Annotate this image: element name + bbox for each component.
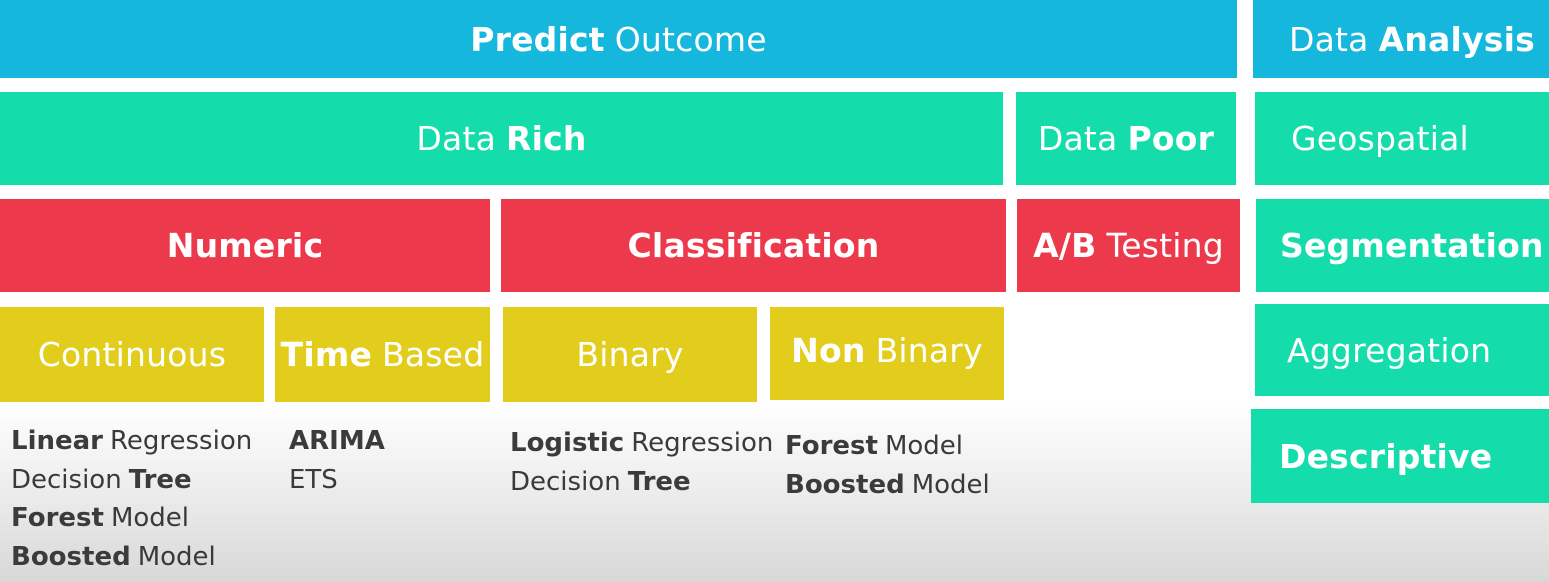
example-bold: Logistic: [510, 428, 625, 458]
example-bold: Forest: [11, 503, 104, 533]
example-normal: Decision: [11, 464, 122, 495]
example-normal: Regression: [631, 428, 774, 458]
example-normal: Decision: [510, 466, 621, 497]
data-analysis-normal: Data: [1289, 19, 1369, 59]
example-normal: Model: [911, 469, 990, 500]
example-item: ARIMA: [289, 422, 385, 461]
example-bold: Linear: [11, 426, 103, 456]
time-based-normal: Based: [382, 335, 485, 374]
data-rich-bold: Rich: [506, 119, 587, 158]
data-poor-bold: Poor: [1127, 119, 1215, 158]
segmentation-box: Segmentation: [1256, 199, 1549, 292]
predict-outcome-normal: Outcome: [614, 19, 767, 59]
example-bold: ARIMA: [289, 426, 385, 456]
example-bold: Tree: [627, 466, 691, 497]
continuous-box: Continuous: [0, 307, 264, 402]
data-poor-normal: Data: [1037, 119, 1118, 158]
geospatial-label: Geospatial: [1291, 119, 1469, 158]
binary-label: Binary: [576, 335, 684, 374]
numeric-label: Numeric: [166, 226, 324, 265]
classification-label: Classification: [627, 226, 880, 265]
example-item: ETS: [289, 461, 385, 500]
continuous-label: Continuous: [37, 335, 227, 374]
example-normal: ETS: [289, 464, 338, 495]
descriptive-label: Descriptive: [1279, 436, 1493, 476]
example-bold: Boosted: [11, 541, 131, 572]
ab-testing-normal: Testing: [1106, 226, 1224, 265]
descriptive-box: Descriptive: [1251, 409, 1549, 503]
example-normal: Model: [137, 541, 216, 572]
predict-outcome-bold: Predict: [470, 19, 605, 59]
data-analysis-bold: Analysis: [1378, 19, 1535, 59]
example-normal: Model: [110, 503, 190, 533]
binary-box: Binary: [503, 307, 757, 402]
data-rich-normal: Data: [416, 119, 497, 158]
example-normal: Regression: [110, 426, 253, 456]
example-bold: Boosted: [785, 469, 905, 500]
example-normal: Model: [884, 431, 964, 461]
classification-box: Classification: [501, 199, 1006, 292]
aggregation-label: Aggregation: [1287, 330, 1492, 370]
ab-testing-bold: A/B: [1033, 226, 1097, 265]
numeric-box: Numeric: [0, 199, 490, 292]
geospatial-box: Geospatial: [1255, 92, 1549, 185]
example-bold: Tree: [128, 464, 192, 495]
segmentation-label: Segmentation: [1280, 226, 1544, 265]
non-binary-bold: Non: [791, 331, 866, 370]
time-based-bold: Time: [280, 335, 373, 374]
aggregation-box: Aggregation: [1255, 304, 1549, 396]
non-binary-normal: Binary: [875, 331, 983, 370]
example-bold: Forest: [785, 431, 878, 461]
time-based-examples: ARIMA ETS: [289, 422, 385, 499]
